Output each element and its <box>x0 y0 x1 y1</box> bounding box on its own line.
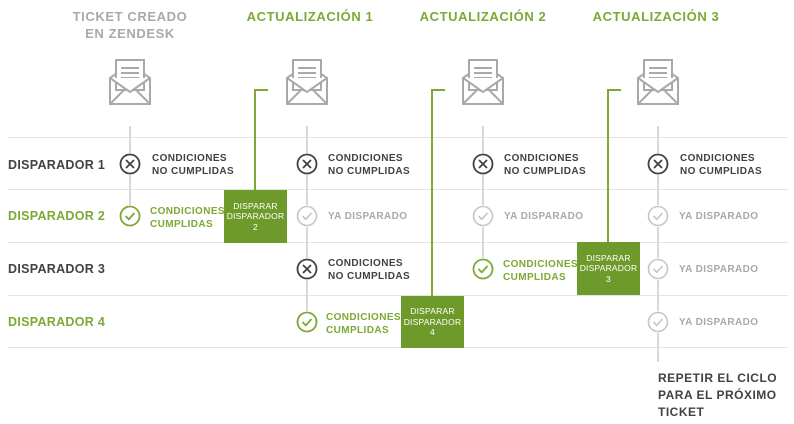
row-divider <box>8 242 788 243</box>
row-divider <box>8 295 788 296</box>
x-circle-icon <box>119 153 141 175</box>
trigger-connector <box>431 89 445 91</box>
check-circle-icon <box>296 311 318 333</box>
status-already-fired: YA DISPARADO <box>328 211 408 222</box>
trigger-connector <box>254 89 256 191</box>
envelope-icon <box>109 59 151 105</box>
status-already-fired: YA DISPARADO <box>679 264 759 275</box>
status-not-met: CONDICIONES NO CUMPLIDAS <box>680 153 763 177</box>
timeline-line <box>657 126 659 362</box>
trigger-connector <box>607 89 621 91</box>
column-title-ticket-created: TICKET CREADO EN ZENDESK <box>72 9 188 41</box>
status-already-fired: YA DISPARADO <box>679 211 759 222</box>
envelope-icon <box>462 59 504 105</box>
check-circle-icon <box>647 311 669 333</box>
x-circle-icon <box>296 153 318 175</box>
status-not-met: CONDICIONES NO CUMPLIDAS <box>328 258 411 282</box>
trigger-connector <box>431 89 433 297</box>
check-circle-icon <box>472 205 494 227</box>
column-title-update-3: ACTUALIZACIÓN 3 <box>592 9 720 24</box>
trigger-box-fire-4: DISPARAR DISPARADOR 4 <box>401 296 464 348</box>
row-divider <box>8 347 788 348</box>
check-circle-icon <box>647 205 669 227</box>
x-circle-icon <box>296 258 318 280</box>
status-not-met: CONDICIONES NO CUMPLIDAS <box>504 153 587 177</box>
envelope-icon <box>637 59 679 105</box>
row-divider <box>8 189 788 190</box>
status-met: CONDICIONES CUMPLIDAS <box>326 312 401 336</box>
row-label-trigger-3: DISPARADOR 3 <box>8 262 106 276</box>
check-circle-icon <box>472 258 494 280</box>
status-already-fired: YA DISPARADO <box>679 317 759 328</box>
trigger-connector <box>254 89 268 91</box>
column-title-update-2: ACTUALIZACIÓN 2 <box>419 9 547 24</box>
check-circle-icon <box>296 205 318 227</box>
row-label-trigger-4: DISPARADOR 4 <box>8 315 106 329</box>
row-label-trigger-2: DISPARADOR 2 <box>8 209 106 223</box>
status-met: CONDICIONES CUMPLIDAS <box>150 206 225 230</box>
status-not-met: CONDICIONES NO CUMPLIDAS <box>152 153 235 177</box>
envelope-icon <box>286 59 328 105</box>
repeat-cycle-note: REPETIR EL CICLO PARA EL PRÓXIMO TICKET <box>658 371 778 419</box>
column-title-update-1: ACTUALIZACIÓN 1 <box>246 9 374 24</box>
row-label-trigger-1: DISPARADOR 1 <box>8 158 106 172</box>
row-divider <box>8 137 788 138</box>
x-circle-icon <box>472 153 494 175</box>
x-circle-icon <box>647 153 669 175</box>
check-circle-icon <box>647 258 669 280</box>
trigger-box-fire-2: DISPARAR DISPARADOR 2 <box>224 190 287 243</box>
check-circle-icon <box>119 205 141 227</box>
status-not-met: CONDICIONES NO CUMPLIDAS <box>328 153 411 177</box>
trigger-box-fire-3: DISPARAR DISPARADOR 3 <box>577 242 640 295</box>
trigger-connector <box>607 89 609 243</box>
status-already-fired: YA DISPARADO <box>504 211 584 222</box>
status-met: CONDICIONES CUMPLIDAS <box>503 259 578 283</box>
timeline-line <box>482 126 484 270</box>
